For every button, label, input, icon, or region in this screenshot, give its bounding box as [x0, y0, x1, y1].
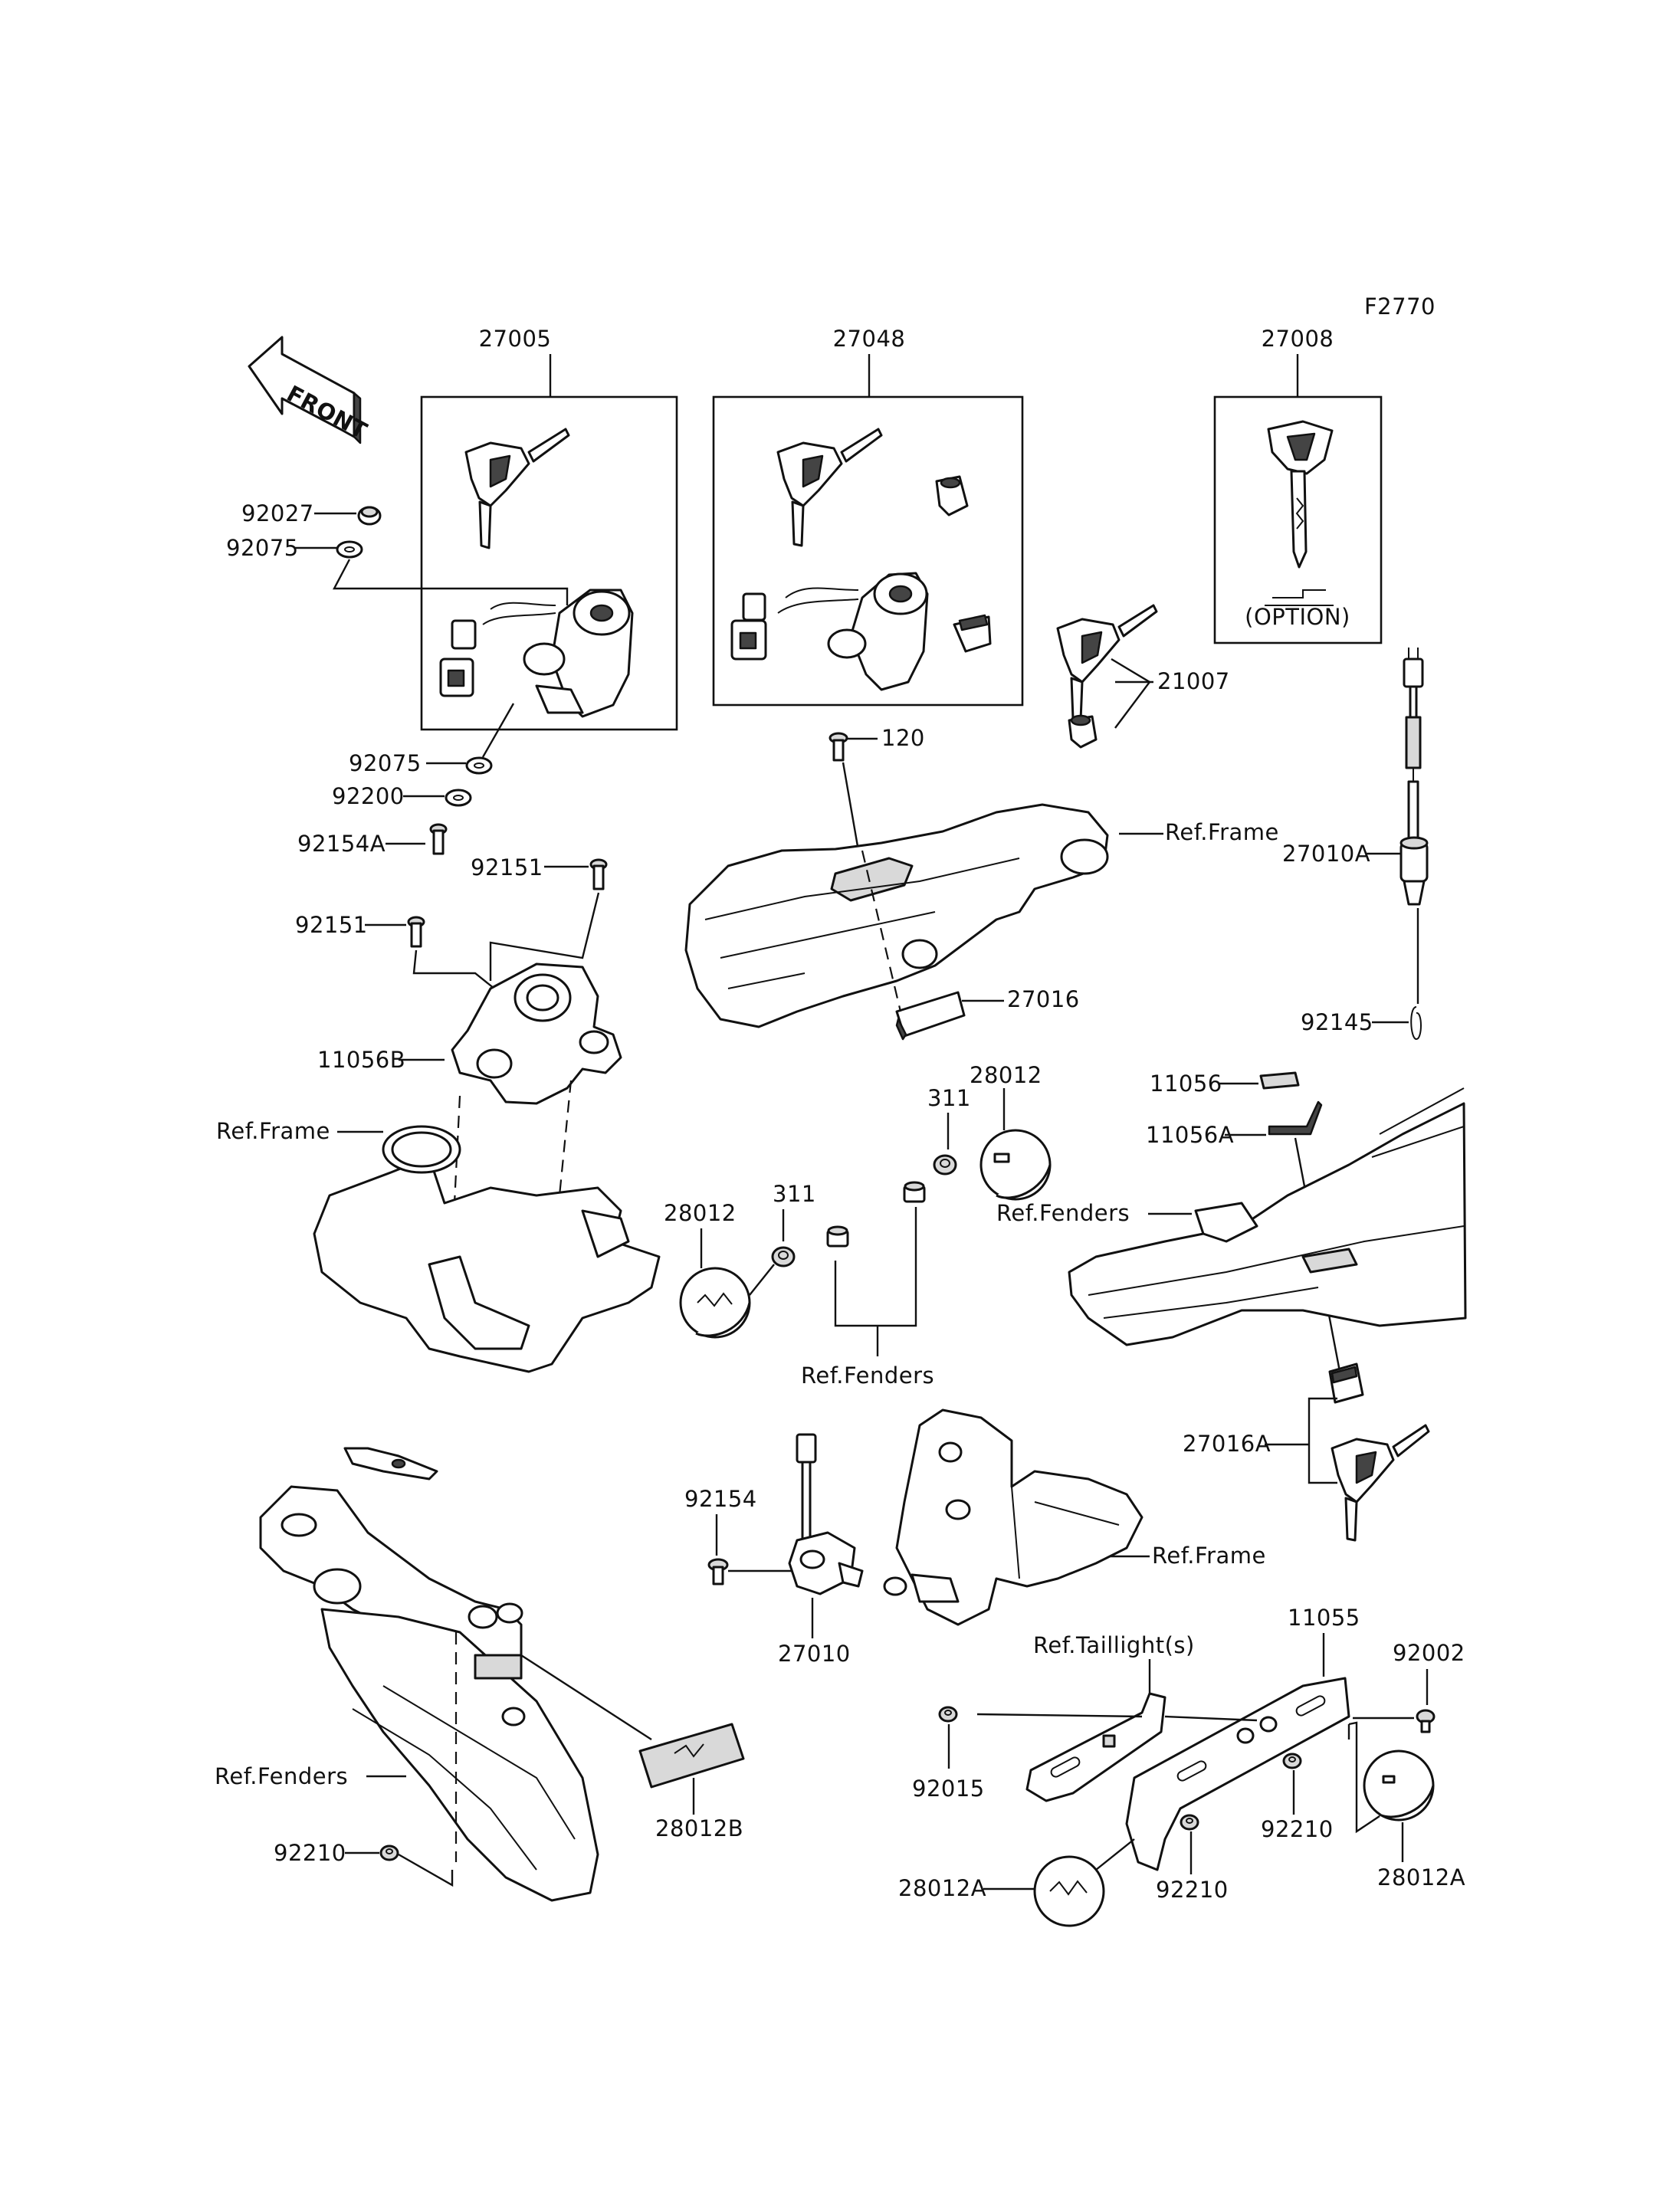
- reflector-icon: [979, 1129, 1052, 1201]
- lock-cover-icon: [1328, 1362, 1364, 1404]
- front-fender-icon: [259, 1447, 599, 1902]
- ignition-switch-icon: [730, 572, 929, 691]
- bolt-icon: [1416, 1709, 1436, 1733]
- nut-icon: [379, 1844, 399, 1861]
- label-28012A-a: 28012A: [898, 1875, 986, 1901]
- label-92151-b: 92151: [295, 912, 368, 938]
- plate-icon: [1259, 1071, 1300, 1090]
- reflector-icon: [679, 1267, 751, 1339]
- nut-insert-icon: [1068, 714, 1098, 749]
- frame-rail-icon: [684, 803, 1109, 1028]
- ref-fenders-center: Ref.Fenders: [801, 1362, 934, 1389]
- key-icon: [1056, 604, 1158, 722]
- lock-cover-icon: [953, 614, 992, 653]
- label-21007: 21007: [1157, 668, 1230, 694]
- label-28012-b: 28012: [664, 1200, 737, 1226]
- key-icon: [1267, 420, 1334, 569]
- figure-code: F2770: [1364, 293, 1436, 320]
- label-28012-a: 28012: [970, 1062, 1042, 1088]
- key-icon: [1331, 1424, 1430, 1542]
- label-92151-a: 92151: [471, 854, 543, 880]
- option-key-box: [1213, 395, 1383, 644]
- nut-icon: [771, 1246, 796, 1267]
- label-11056B: 11056B: [317, 1047, 405, 1073]
- bolt-icon: [429, 823, 448, 855]
- label-11056A: 11056A: [1146, 1122, 1234, 1148]
- label-27005: 27005: [479, 326, 552, 352]
- nut-icon: [1180, 1814, 1199, 1831]
- label-11056: 11056: [1150, 1071, 1222, 1097]
- bolt-icon: [707, 1558, 729, 1585]
- nut-icon: [933, 1154, 957, 1176]
- ref-fenders-left: Ref.Fenders: [215, 1763, 348, 1789]
- frame-head-icon: [313, 1125, 661, 1373]
- label-92075-b: 92075: [349, 750, 422, 776]
- switch-bracket-icon: [451, 962, 622, 1105]
- bolt-icon: [829, 732, 848, 762]
- label-92210-b: 92210: [1261, 1816, 1334, 1842]
- option-text: (OPTION): [1245, 604, 1350, 630]
- rear-frame-bracket-icon: [895, 1408, 1144, 1626]
- ignition-set-box: [420, 395, 678, 731]
- ignition-switch-icon: [439, 589, 634, 718]
- ref-frame-top: Ref.Frame: [1165, 819, 1279, 845]
- label-27010A: 27010A: [1282, 841, 1370, 867]
- label-27016: 27016: [1007, 986, 1080, 1012]
- lock-cover-icon: [895, 991, 966, 1041]
- stud-icon: [903, 1181, 926, 1203]
- label-92015: 92015: [912, 1776, 985, 1802]
- ref-taillights: Ref.Taillight(s): [1033, 1632, 1195, 1658]
- switch-set-box: [712, 395, 1024, 707]
- key-icon: [776, 428, 883, 547]
- label-92002: 92002: [1393, 1640, 1465, 1666]
- label-92210-a: 92210: [274, 1840, 346, 1866]
- label-28012B: 28012B: [655, 1815, 743, 1841]
- reflector-icon: [1363, 1749, 1435, 1822]
- label-27010: 27010: [778, 1641, 851, 1667]
- seat-lock-switch-icon: [788, 1433, 907, 1596]
- label-92210-c: 92210: [1156, 1877, 1229, 1903]
- bolt-icon: [589, 858, 608, 890]
- label-27016A: 27016A: [1183, 1431, 1271, 1457]
- washer-icon: [465, 756, 493, 775]
- label-120: 120: [881, 725, 925, 751]
- washer-icon: [445, 789, 472, 807]
- label-311-a: 311: [773, 1181, 816, 1207]
- key-icon: [464, 428, 570, 549]
- nut-icon: [938, 1706, 958, 1723]
- nut-icon: [1282, 1753, 1302, 1769]
- clip-spring-icon: [1410, 1006, 1422, 1041]
- cap-icon: [357, 506, 382, 526]
- washer-icon: [336, 540, 363, 559]
- license-bracket-icon: [1025, 1677, 1350, 1871]
- label-28012A-b: 28012A: [1377, 1864, 1465, 1890]
- ref-frame-bottom: Ref.Frame: [1152, 1543, 1266, 1569]
- reflector-icon: [1033, 1855, 1105, 1927]
- bolt-icon: [407, 916, 425, 948]
- front-arrow-icon: FRONT: [248, 336, 372, 444]
- label-92027: 92027: [241, 500, 314, 526]
- label-311-b: 311: [927, 1085, 971, 1111]
- label-92145: 92145: [1301, 1009, 1373, 1035]
- ref-frame-left: Ref.Frame: [216, 1118, 330, 1144]
- key-blank-icon: [1265, 589, 1334, 606]
- rear-fender-icon: [1068, 1087, 1467, 1346]
- label-27048: 27048: [833, 326, 906, 352]
- label-92075-a: 92075: [226, 535, 299, 561]
- ref-fenders-right: Ref.Fenders: [996, 1200, 1130, 1226]
- label-92154: 92154: [684, 1486, 757, 1512]
- stud-icon: [826, 1225, 849, 1248]
- bracket-icon: [1268, 1100, 1323, 1136]
- label-92200: 92200: [332, 783, 405, 809]
- wire-connector-icon: [1399, 648, 1429, 906]
- nut-insert-icon: [935, 475, 969, 516]
- label-92154A: 92154A: [297, 831, 386, 857]
- label-11055: 11055: [1288, 1605, 1360, 1631]
- reflector-icon: [638, 1723, 745, 1789]
- label-27008: 27008: [1262, 326, 1334, 352]
